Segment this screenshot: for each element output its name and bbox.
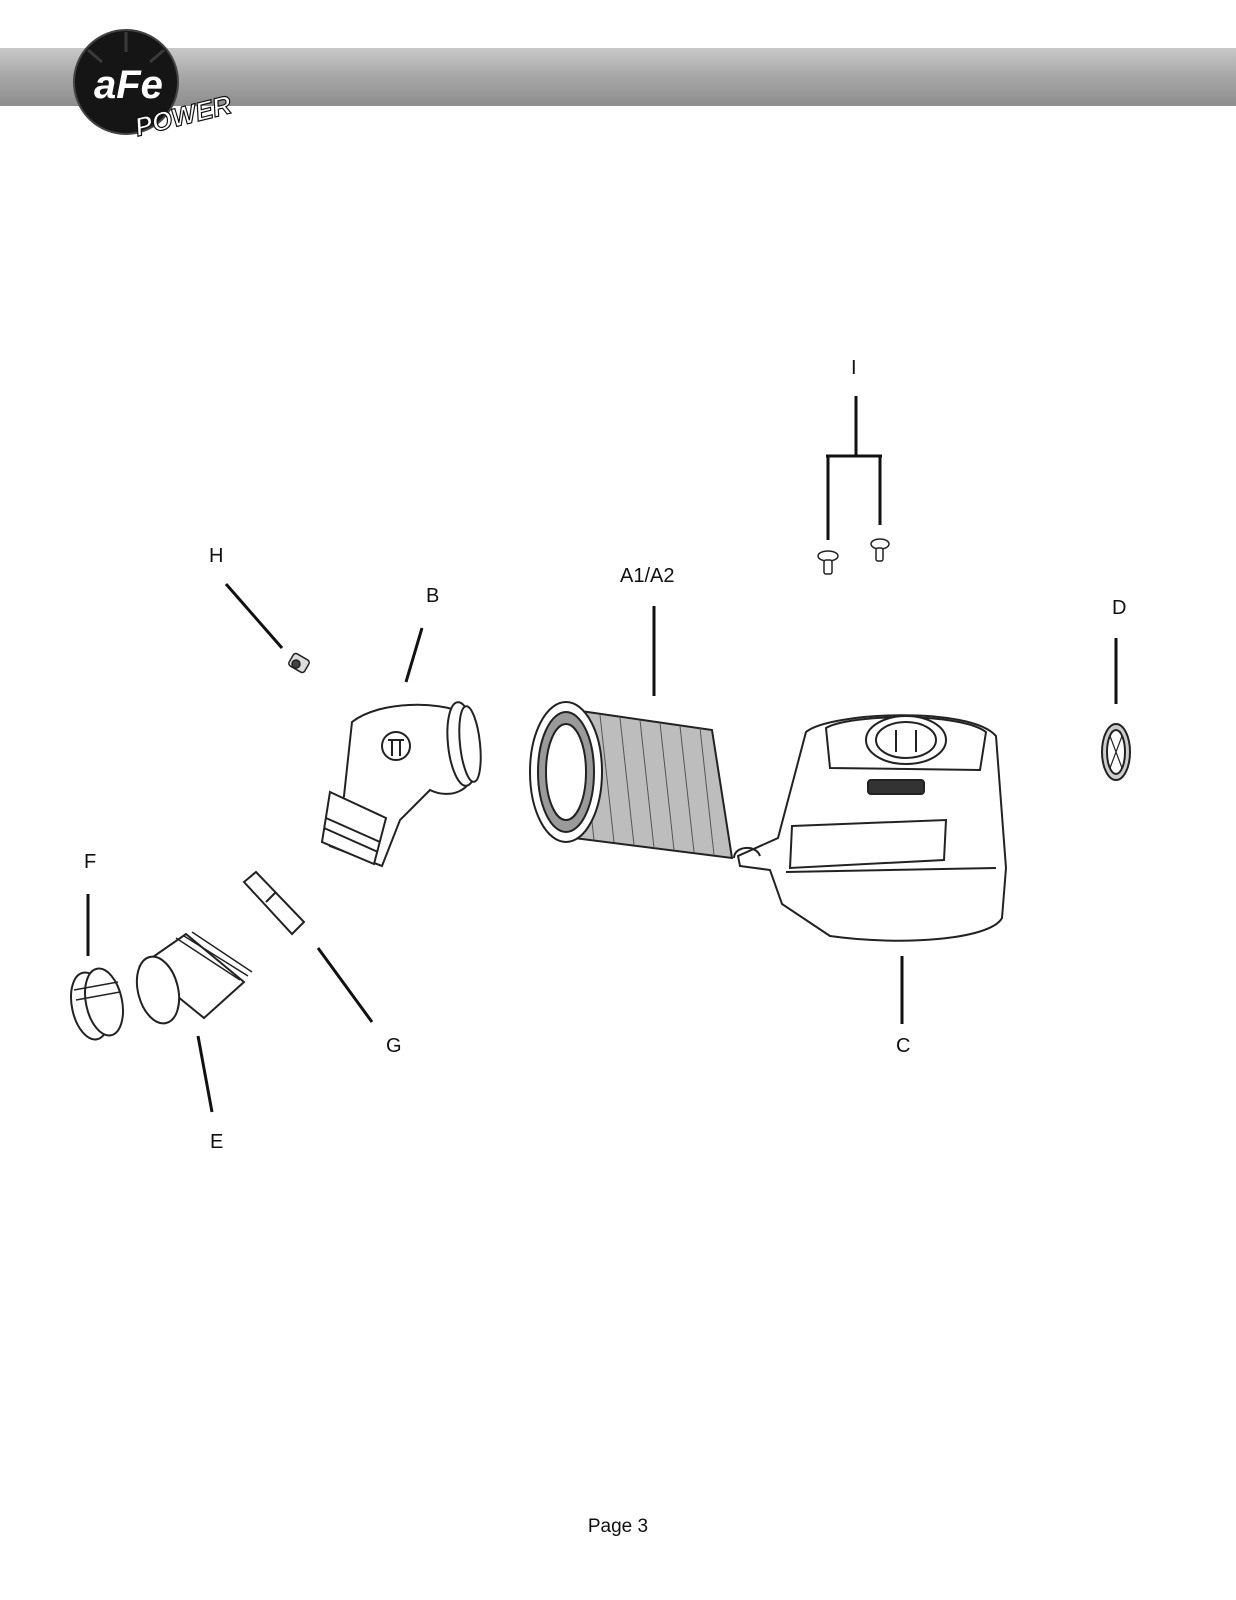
callout-label-g: G (386, 1035, 402, 1057)
callout-label-h: H (209, 545, 224, 567)
header-bar (0, 48, 1236, 106)
grommet-fitting-h (288, 652, 310, 674)
sensor-tube-g (242, 870, 306, 936)
silicone-coupler-e (135, 931, 253, 1025)
callout-label-e: E (210, 1131, 224, 1153)
callout-label-c: C (896, 1035, 911, 1057)
callout-label-f: F (84, 851, 97, 873)
elbow-coupler-b (320, 701, 482, 868)
page-number: Page 3 (587, 1516, 649, 1537)
air-box-housing-c (733, 714, 1008, 942)
push-pin-fasteners (817, 538, 890, 575)
logo-letters: aFe (94, 63, 163, 107)
leader-lines (86, 396, 1118, 1113)
end-cap-d (1101, 723, 1131, 781)
afe-power-logo-icon: aFe POWER (73, 29, 235, 142)
callout-label-a1-a2: A1/A2 (620, 565, 675, 587)
hose-clamp-f (70, 967, 124, 1041)
callout-label-b: B (426, 585, 440, 607)
callout-label-d: D (1112, 597, 1127, 619)
air-filter-a1-a2 (529, 701, 734, 860)
afe-power-logo: aFe POWER (68, 22, 268, 142)
callout-label-i: I (851, 357, 857, 379)
